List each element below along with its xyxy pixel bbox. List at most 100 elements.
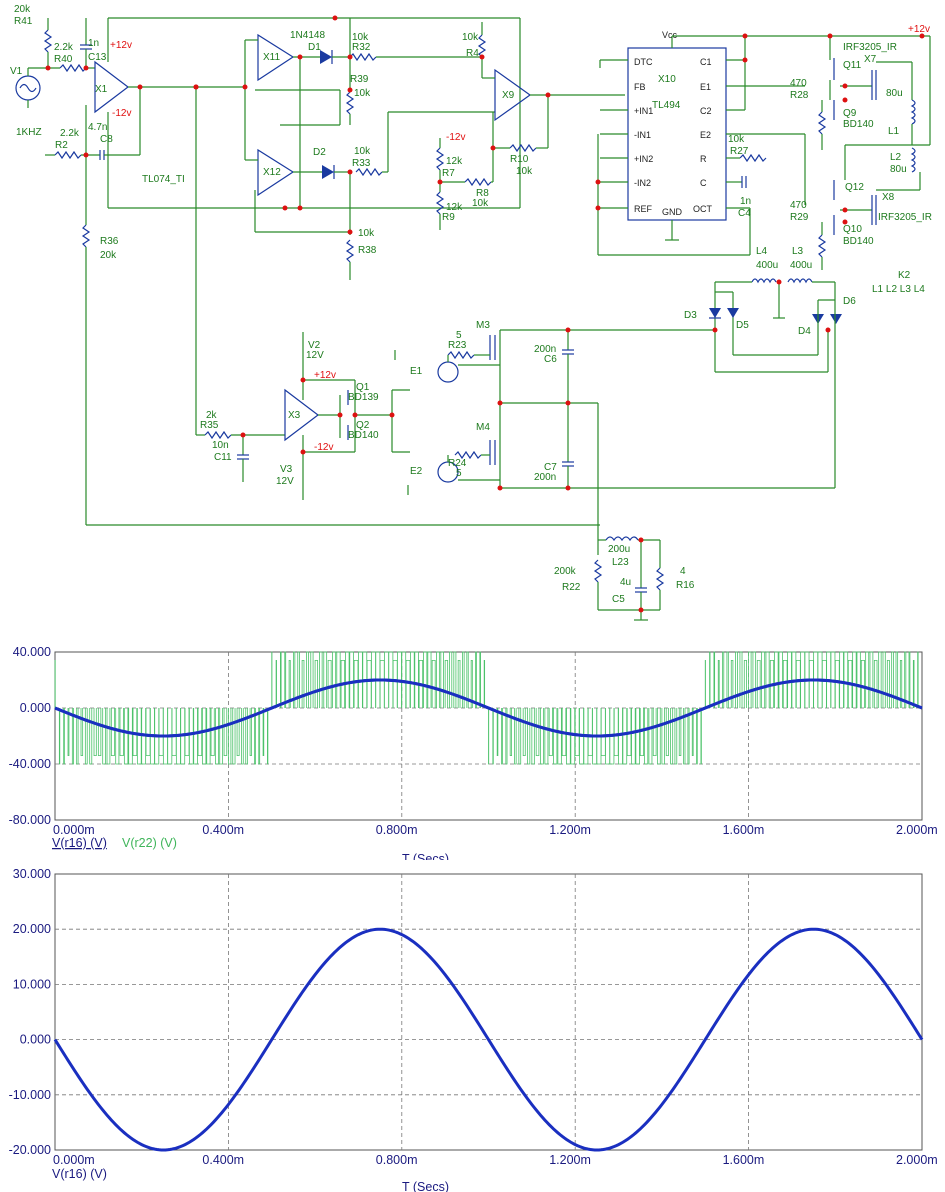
x-tick-label: 2.000m [896,823,938,837]
svg-text:-IN1: -IN1 [634,130,651,140]
x-tick-label: 0.000m [53,1153,95,1167]
label: 1KHZ [16,127,42,138]
e1-source [437,361,459,383]
x3-opamp [284,388,319,442]
label: R10 [510,154,529,165]
output-bridge-stage [394,278,842,540]
label: BD139 [348,392,379,403]
label: R23 [448,340,467,351]
component-labels: 20k R41 2.2k R40 1n C13 +12v V1 1KHZ X1 … [10,4,932,605]
label: 470 [790,78,807,89]
label: 2k [206,410,218,421]
label: C11 [214,452,232,463]
input-stage [15,17,600,526]
label: R39 [350,74,369,85]
label: -12v [314,442,333,453]
label: 200u [608,544,630,555]
label: L4 [756,246,768,257]
rectifier-stage [242,15,495,280]
x-tick-label: 1.200m [549,1153,591,1167]
plot1-x-axis-label: T (Secs) [402,852,449,860]
plot-frame [54,873,923,1151]
l23-inductor [605,536,639,542]
x-tick-label: 1.200m [549,823,591,837]
svg-text:E1: E1 [700,82,711,92]
svg-text:REF: REF [634,204,653,214]
x9-opamp [494,68,532,122]
label: 10k [516,166,533,177]
y-tick-label: -10.000 [9,1088,51,1102]
label: R24 [448,458,467,469]
x-tick-label: 0.800m [376,823,418,837]
y-tick-label: 30.000 [13,867,51,881]
label: 12k [446,202,463,213]
svg-text:DTC: DTC [634,57,653,67]
label: C6 [544,354,557,365]
label: 10k [462,32,479,43]
label: R9 [442,212,455,223]
x-tick-label: 1.600m [723,1153,765,1167]
label: R27 [730,146,749,157]
y-tick-label: 20.000 [13,922,51,936]
r36-resistor [81,224,91,248]
label: 12k [446,156,463,167]
label: C13 [88,52,107,63]
label: C4 [738,208,751,219]
svg-text:C: C [700,178,707,188]
l2-inductor [910,147,916,173]
label: +12v [110,40,132,51]
legend-entry-r16: V(r16) (V) [52,836,107,850]
label: +12v [314,370,336,381]
label: R4 [466,48,479,59]
svg-text:+IN1: +IN1 [634,106,653,116]
label: D6 [843,296,856,307]
label: 10k [728,134,745,145]
label: K2 [898,270,911,281]
label: R33 [352,158,371,169]
label: BD140 [843,119,874,130]
sine-driver-stage [193,84,410,500]
label: 10n [212,440,229,451]
label: -12v [112,108,131,119]
label: C8 [100,134,113,145]
y-tick-label: 10.000 [13,977,51,991]
r40-resistor [59,63,87,73]
label: Q9 [843,108,857,119]
y-tick-label: -40.000 [9,757,51,771]
x1-opamp [94,60,129,114]
legend-entry-r22: V(r22) (V) [122,836,177,850]
label: 200n [534,344,556,355]
label: 5 [456,468,462,479]
label: X10 [658,74,676,85]
label: 2.2k [54,42,74,53]
svg-text:Vcc: Vcc [662,30,678,40]
l4-inductor [751,278,777,284]
label: R2 [55,140,68,151]
label: D3 [684,310,697,321]
label: 10k [358,228,375,239]
label: R22 [562,582,581,593]
svg-text:FB: FB [634,82,646,92]
label: 470 [790,200,807,211]
label: M3 [476,320,490,331]
label: 10k [472,198,489,209]
label: 200n [534,472,556,483]
label: 80u [890,164,907,175]
y-tick-label: -20.000 [9,1143,51,1157]
label: -12v [446,132,465,143]
label: 5 [456,330,462,341]
label: R40 [54,54,73,65]
label: 4 [680,566,686,577]
label: X3 [288,410,301,421]
svg-text:C2: C2 [700,106,712,116]
d2-diode [322,165,334,179]
x-tick-label: 2.000m [896,1153,938,1167]
x-tick-label: 0.400m [202,823,244,837]
label: 1n [740,196,751,207]
x11-opamp [257,33,295,82]
label: Q11 [843,60,862,71]
sine-icon [19,83,37,93]
error-amp-stage [435,22,625,230]
